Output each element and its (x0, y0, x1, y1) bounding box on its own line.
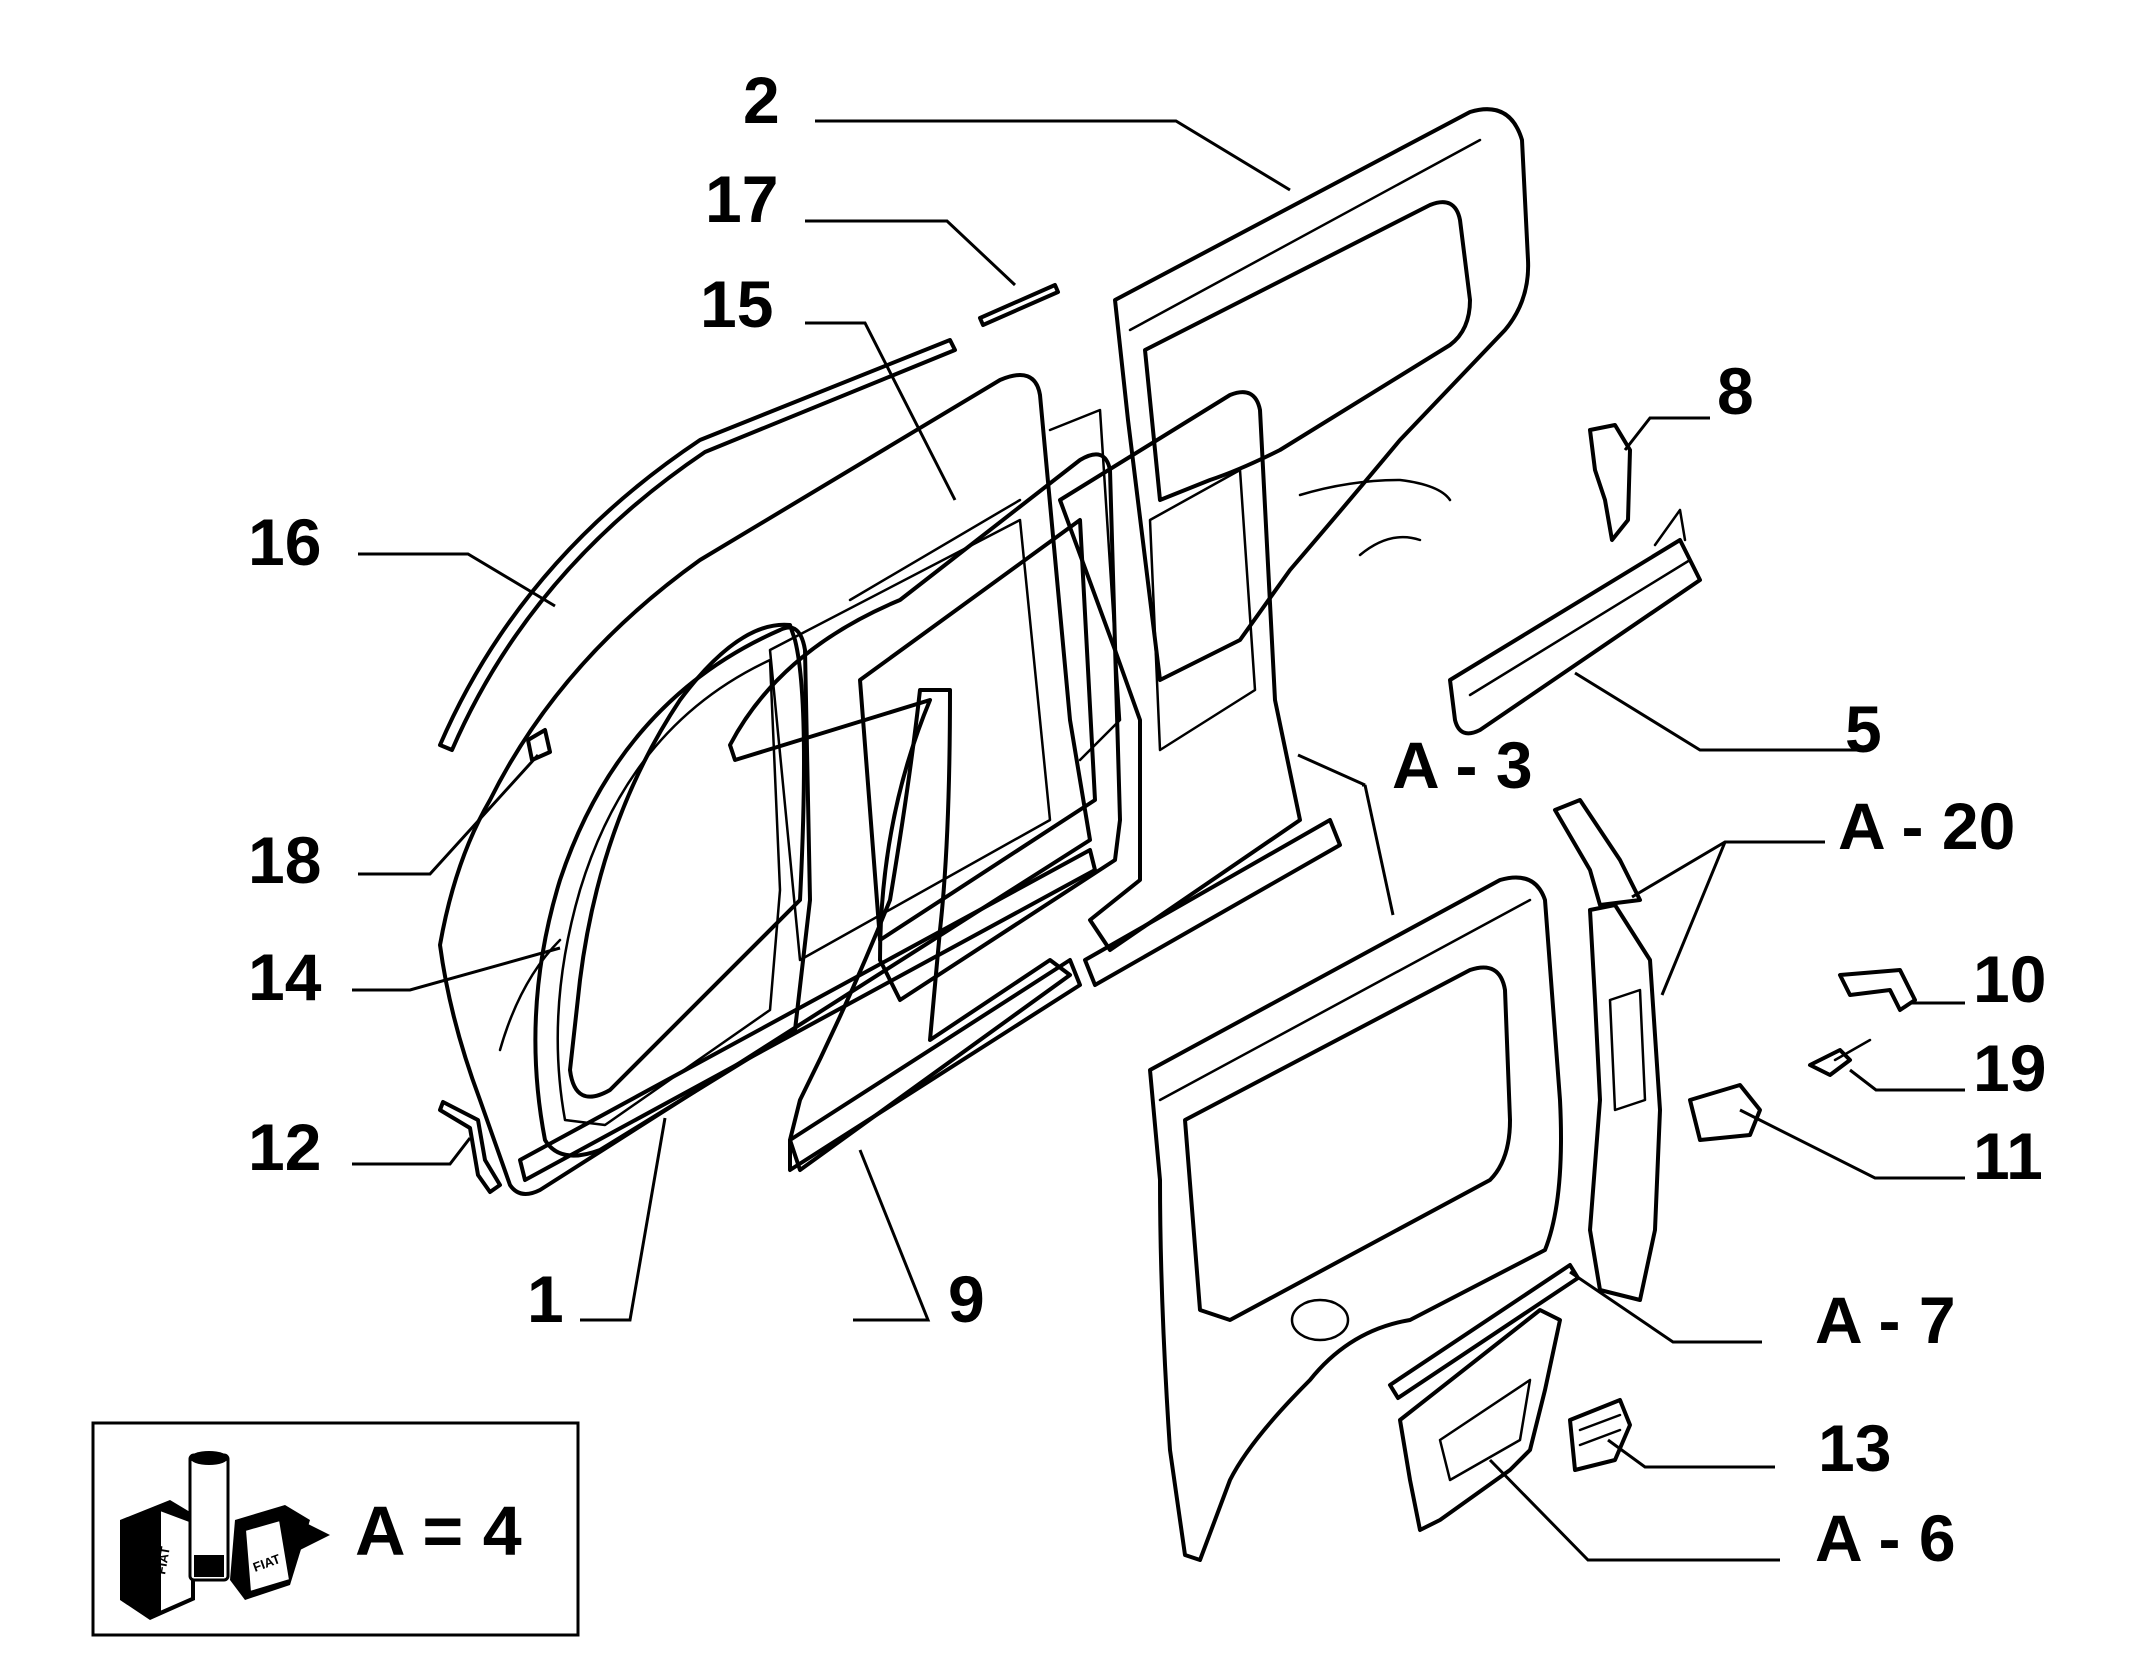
leader-a20 (1631, 840, 1825, 899)
leader-a3 (1297, 753, 1366, 787)
label-16: 16 (248, 505, 321, 579)
label-12: 12 (248, 1110, 321, 1184)
svg-text:FIAT: FIAT (153, 1545, 173, 1575)
part-18-clip (526, 728, 552, 762)
leader-lines (352, 119, 1965, 1562)
label-19: 19 (1973, 1031, 2046, 1105)
label-1: 1 (527, 1262, 564, 1336)
part-10-bracket (1838, 968, 1917, 1012)
leader-2 (815, 119, 1291, 192)
leader-8 (1623, 416, 1710, 451)
part-12-small-bracket (438, 1100, 502, 1194)
part-17-roof-strip (978, 283, 1060, 327)
label-5: 5 (1845, 692, 1882, 766)
leader-a3-b (1363, 784, 1395, 916)
leader-13 (1607, 1438, 1775, 1469)
leader-14 (352, 946, 561, 992)
part-a3-lower-rear-panel (1148, 875, 1563, 1562)
leader-16 (358, 552, 556, 608)
leader-12 (352, 1137, 472, 1166)
part-9-middle-pillar (788, 688, 1082, 1172)
part-16-roof-gutter (438, 338, 957, 752)
label-18: 18 (248, 823, 321, 897)
label-11: 11 (1973, 1119, 2043, 1193)
callout-labels: 2 17 15 16 18 14 12 1 9 8 5 A - 3 A - 20… (248, 63, 2046, 1575)
leader-15 (805, 321, 957, 501)
label-2: 2 (743, 63, 780, 137)
label-a3: A - 3 (1392, 728, 1533, 802)
label-10: 10 (1973, 942, 2046, 1016)
label-a6: A - 6 (1815, 1501, 1956, 1575)
label-15: 15 (700, 267, 773, 341)
part-rear-pillar (1058, 390, 1342, 987)
label-13: 13 (1818, 1411, 1891, 1485)
part-15-middle-frame (728, 408, 1122, 1002)
part-11-latch (1688, 1083, 1762, 1142)
leader-18 (358, 753, 540, 876)
leader-17 (805, 219, 1017, 287)
leader-1 (580, 1117, 667, 1322)
leader-11 (1739, 1108, 1965, 1180)
part-8-pillar-piece (1588, 423, 1632, 542)
legend-box: FIAT FIAT A = 4 (91, 1421, 580, 1637)
leader-19 (1849, 1068, 1965, 1092)
part-13-grille (1568, 1398, 1632, 1472)
adhesive-can-icon: FIAT FIAT (120, 1451, 330, 1620)
leader-9 (853, 1149, 931, 1322)
label-9: 9 (948, 1262, 985, 1336)
part-1-front-side-frame (438, 373, 1097, 1196)
label-14: 14 (248, 940, 322, 1014)
part-14-door-seal (533, 625, 812, 1158)
label-a20: A - 20 (1838, 789, 2015, 863)
leader-a20-b (1660, 841, 1727, 996)
leader-a6 (1488, 1458, 1780, 1562)
label-8: 8 (1717, 354, 1754, 428)
legend-text: A = 4 (355, 1492, 522, 1570)
leader-a7 (1569, 1270, 1762, 1344)
label-17: 17 (705, 162, 778, 236)
part-a20-rear-pillar-inner (1553, 798, 1662, 1302)
label-a7: A - 7 (1815, 1283, 1956, 1357)
part-a6-wheelhouse (1398, 1308, 1562, 1532)
part-a7-lower-strip (1388, 1263, 1580, 1400)
part-19-bolt (1808, 1038, 1872, 1077)
part-2-rear-upper-panel (1113, 107, 1531, 682)
leader-5 (1574, 671, 1858, 752)
part-5-rear-rail (1448, 508, 1702, 736)
